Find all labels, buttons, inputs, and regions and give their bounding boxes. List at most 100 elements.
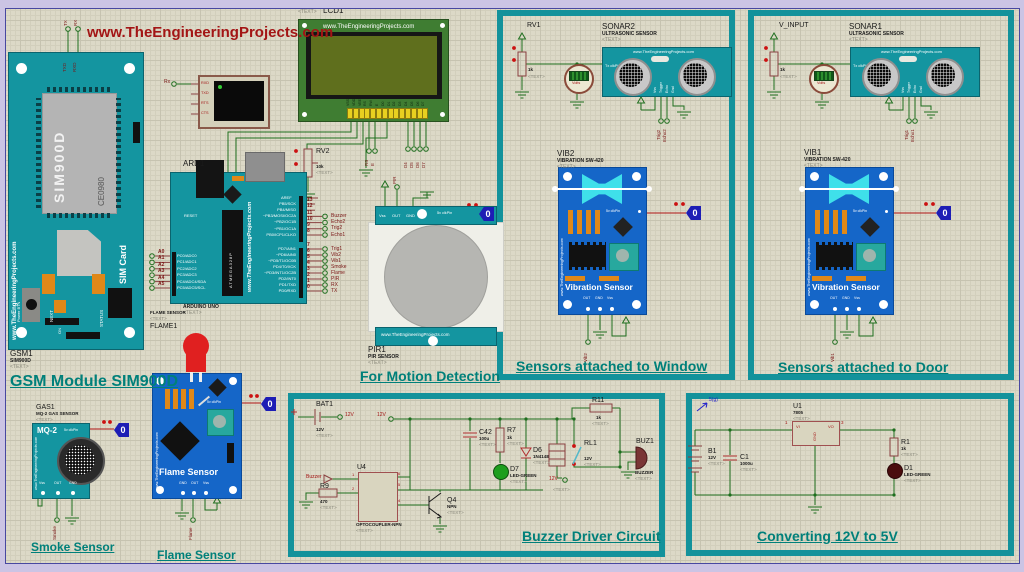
- logic-probe[interactable]: 0: [261, 397, 276, 411]
- arduino-analog-name: PC3/ADC3: [177, 272, 197, 278]
- power-jack: [196, 160, 224, 198]
- mounting-hole: [879, 300, 888, 309]
- lcd-pin-label: VEE: [357, 98, 362, 106]
- frame-right: [1020, 0, 1024, 572]
- vib-pin-vss: Vss: [854, 296, 860, 300]
- arduino-pin-number: 4: [307, 260, 310, 267]
- mounting-hole: [632, 300, 641, 309]
- r11-ttag: <TEXT>: [592, 421, 609, 426]
- trim-pot[interactable]: [856, 243, 886, 271]
- logic-probe[interactable]: 0: [686, 206, 701, 220]
- led-d1: [887, 463, 903, 479]
- sonar1-value: ULTRASONIC SENSOR: [849, 31, 904, 37]
- spring-end: [552, 186, 558, 192]
- sonar2-value: ULTRASONIC SENSOR: [602, 31, 657, 37]
- trim-pot[interactable]: [207, 409, 234, 436]
- resistor: [824, 210, 829, 234]
- d1-value: LED-GREEN: [904, 472, 931, 477]
- pin-pad: [586, 307, 590, 311]
- rl1-ref: RL1: [584, 440, 597, 447]
- ic-legs: [569, 267, 606, 270]
- voltmeter-unit: Volts: [817, 81, 826, 85]
- arduino-pin-name: ~PD3/INT1/OC2B: [264, 269, 296, 275]
- mounting-hole: [124, 327, 135, 338]
- sonar-pin-label: Gnd: [671, 86, 675, 93]
- q4-ref: Q4: [447, 497, 457, 504]
- u1-value: 7805: [793, 410, 804, 415]
- buz1-ref: BUZ1: [636, 438, 654, 445]
- voltmeter[interactable]: Volts: [809, 64, 839, 94]
- sonar-clk-label: Tx clkPin: [853, 64, 869, 68]
- lcd-pin: [364, 108, 371, 119]
- mounting-hole: [428, 336, 438, 346]
- arduino-pin-name: ~PB3/MOSI/OC2A: [262, 213, 296, 219]
- logic-probe[interactable]: 0: [479, 207, 494, 221]
- arduino-pin-number: 7: [307, 242, 310, 249]
- atmega-chip[interactable]: [222, 210, 243, 296]
- arduino-analog-name: PC4/ADC4/SDA: [177, 278, 206, 284]
- flame-value: FLAME SENSOR: [150, 310, 186, 315]
- v12-ttag: <TEXT>: [553, 487, 570, 492]
- arduino-analog-number: A1: [158, 255, 165, 262]
- arduino-pin-name: ~PD6/AIN0: [275, 251, 296, 257]
- net-12v-bat: 12V: [345, 412, 354, 418]
- u4-pin2: 2: [352, 486, 355, 491]
- lcd-board[interactable]: www.TheEngineeringProjects.com: [298, 19, 449, 122]
- regulator-u1[interactable]: VI VO GND: [792, 421, 840, 446]
- gsm-chip-label: SIM900D: [51, 130, 67, 203]
- net-label: D6: [415, 162, 420, 168]
- lcd-pin: [405, 108, 411, 119]
- pin-pad: [857, 307, 861, 311]
- lcd-screen: [311, 36, 437, 95]
- power-button-cap[interactable]: [26, 299, 37, 310]
- voltmeter[interactable]: Volts: [564, 64, 594, 94]
- arduino-pin-net: RX: [331, 281, 338, 288]
- arduino-pin-name: ~PB1/OC1A: [274, 225, 296, 231]
- lcd-ttag: <TEXT>: [298, 9, 317, 15]
- vib2-ref: VIB2: [557, 149, 575, 158]
- heading-gsm: GSM Module SIM900D: [10, 373, 179, 390]
- flame-sensor-board[interactable]: 5v clkPin Flame Sensor GND OUT Vss www.T…: [152, 373, 242, 499]
- logic-probe[interactable]: 0: [936, 206, 951, 220]
- heading-buzzer: Buzzer Driver Circuit: [522, 528, 661, 544]
- ic-chip: [208, 378, 227, 397]
- c1-ref: C1: [740, 454, 749, 461]
- logic-probe[interactable]: 0: [114, 423, 129, 437]
- vibration-sensor-board[interactable]: 5v clkPin Vibration Sensor OUT GND Vss w…: [552, 167, 652, 315]
- gsm-ttag: <TEXT>: [10, 364, 29, 370]
- net-label: Echo1: [910, 129, 915, 142]
- sonar1-ttag: <TEXT>: [849, 37, 868, 43]
- gsm-ref: GSM1: [10, 349, 33, 358]
- sonar-pin-label: Gnd: [919, 86, 923, 93]
- d7-value: LED-GREEN: [510, 473, 537, 478]
- arduino-analog-name: PC0/ADC0: [177, 253, 197, 258]
- trim-pot-dial: [616, 249, 629, 262]
- gas-value: MQ-2 GAS SENSOR: [36, 411, 79, 416]
- ultrasonic-sensor-board[interactable]: www.TheEngineeringProjects.com Tx clkPin…: [602, 47, 732, 97]
- gas-pin-vss: Vss: [39, 481, 45, 485]
- sonar-pin-label: Vss: [653, 87, 657, 93]
- net-label: RS: [364, 159, 369, 166]
- crystal: [899, 56, 917, 62]
- arduino-pin-number: 2: [307, 272, 310, 279]
- ultrasonic-sensor-board[interactable]: www.TheEngineeringProjects.com Tx clkPin…: [850, 47, 980, 97]
- vibration-sensor-board[interactable]: 5v clkPin Vibration Sensor OUT GND Vss w…: [799, 167, 899, 315]
- c42-ttag: <TEXT>: [479, 442, 496, 447]
- transducer-mesh: [867, 63, 891, 87]
- gas-sensor-board[interactable]: MQ-2 5v clkPin Vss OUT GND www.TheEngine…: [32, 423, 105, 499]
- clk-pin: [885, 210, 888, 213]
- b1-ttag: <TEXT>: [708, 461, 725, 466]
- r7-ref: R7: [507, 427, 516, 434]
- lcd-pin: [387, 108, 394, 119]
- vib-board-title: Vibration Sensor: [812, 282, 880, 292]
- vib-board-title: Vibration Sensor: [565, 282, 633, 292]
- gas-mesh: [65, 445, 95, 475]
- gas-board-title: MQ-2: [37, 426, 57, 435]
- arduino-aref-label: AREF: [281, 195, 292, 200]
- rl1-ttag: <TEXT>: [584, 462, 601, 467]
- net-label: RXD: [72, 62, 77, 72]
- optocoupler-u4[interactable]: [358, 472, 398, 522]
- virtual-terminal[interactable]: [198, 75, 270, 129]
- arduino-pin-name: PB0/ICP1/CLKO: [266, 231, 296, 237]
